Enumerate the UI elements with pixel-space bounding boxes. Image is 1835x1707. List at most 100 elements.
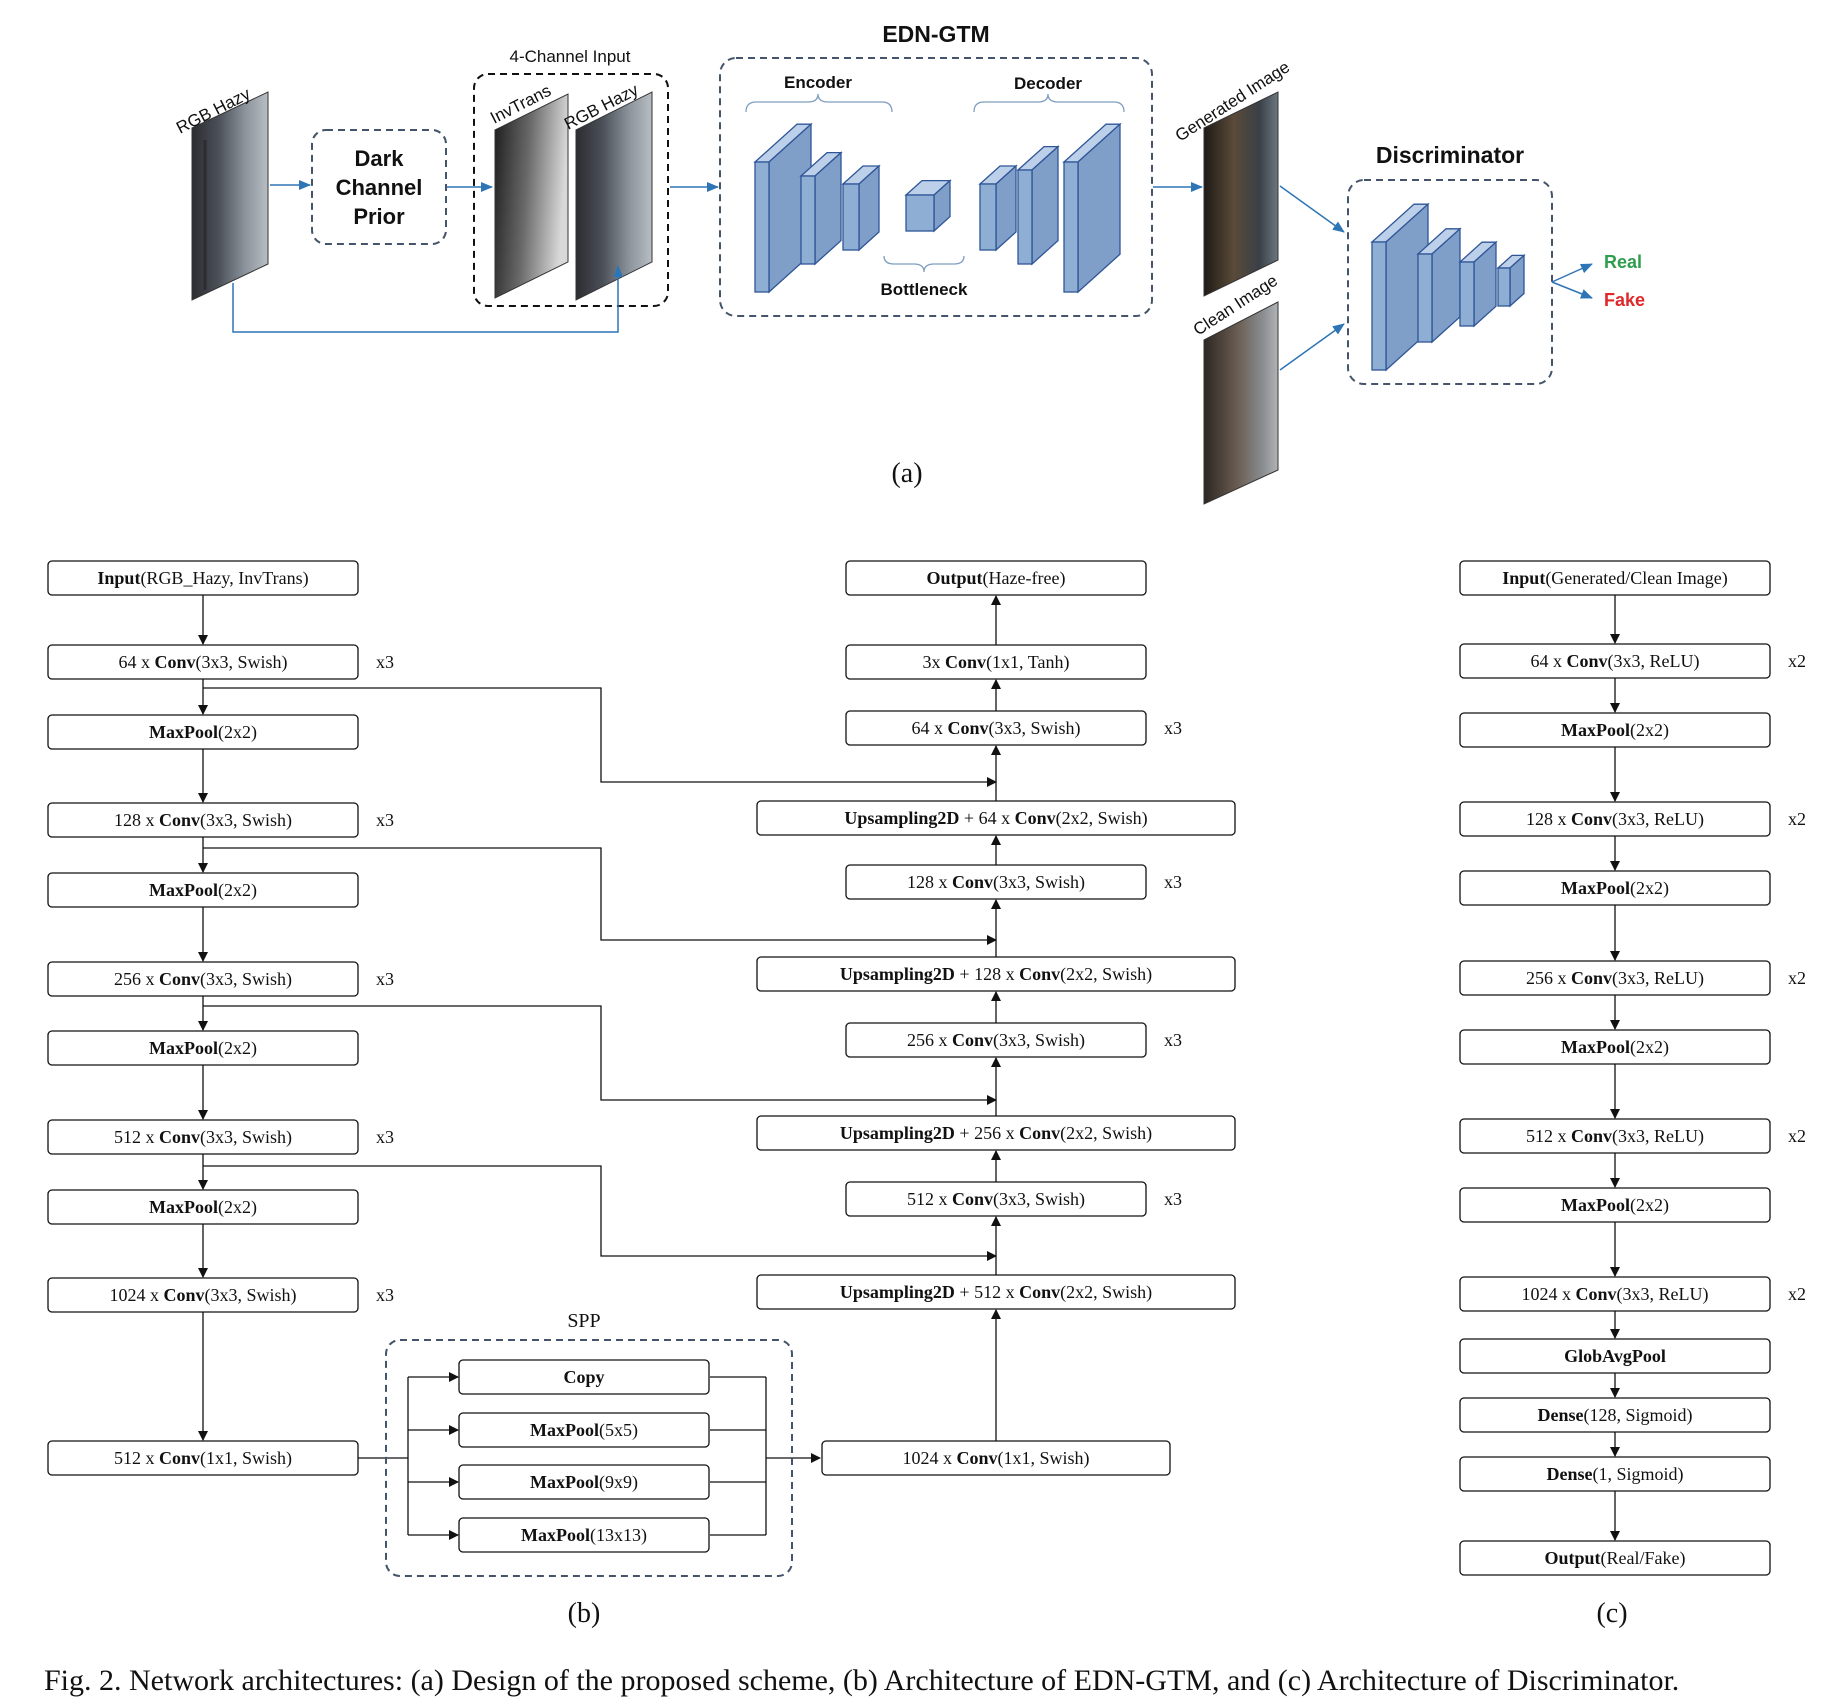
dec-layer-7-label: Upsampling2D + 256 x Conv(2x2, Swish): [840, 1123, 1152, 1144]
enc-layer-9-repeat: x3: [376, 1285, 394, 1305]
enc-layer-10-label: 512 x Conv(1x1, Swish): [114, 1448, 292, 1469]
disc-layer-6: MaxPool(2x2): [1459, 1029, 1771, 1065]
disc-layer-5: 256 x Conv(3x3, ReLU) x2: [1459, 960, 1806, 996]
caption-c: (c): [1596, 1598, 1627, 1629]
disc-layer-13: Output(Real/Fake): [1459, 1540, 1771, 1576]
enc-layer-7-frame: [47, 1119, 359, 1155]
encoder-brace: [745, 93, 893, 113]
enc-layer-4-frame: [47, 872, 359, 908]
dec-layer-2-repeat: x3: [1164, 718, 1182, 738]
dec-layer-4-repeat: x3: [1164, 872, 1182, 892]
disc-layer-2-frame: [1459, 712, 1771, 748]
scheme-overview: RGB Hazy Dark Channel Prior 4-Channel In…: [173, 21, 1645, 505]
dec-layer-1: 3x Conv(1x1, Tanh): [845, 644, 1147, 680]
dec-layer-0-label: Output(Haze-free): [927, 568, 1066, 589]
arrow-generated-to-disc: [1279, 185, 1345, 233]
dec-layer-5-label: Upsampling2D + 128 x Conv(2x2, Swish): [840, 964, 1152, 985]
disc-layer-7: 512 x Conv(3x3, ReLU)x2: [1459, 1118, 1806, 1154]
enc-layer-5-label: 256 x Conv(3x3, Swish): [114, 969, 292, 990]
disc-layer-11-frame: [1459, 1397, 1771, 1433]
enc-layer-3: 128 x Conv(3x3, Swish) x3: [47, 802, 394, 838]
dec-layer-8-frame: [845, 1181, 1147, 1217]
enc-layer-8: MaxPool(2x2): [47, 1189, 359, 1225]
edn-gtm-architecture: Input(RGB_Hazy, InvTrans)64 x Conv(3x3, …: [47, 560, 1236, 1629]
skip-connection-0: [203, 687, 997, 787]
disc-layer-11: Dense(128, Sigmoid): [1459, 1397, 1771, 1433]
dec-layer-1-frame: [845, 644, 1147, 680]
dec-layer-10: 1024 x Conv(1x1, Swish): [821, 1440, 1171, 1476]
spp-branch-2: MaxPool(9x9): [458, 1464, 710, 1500]
dec-layer-5: Upsampling2D + 128 x Conv(2x2, Swish): [756, 956, 1236, 992]
enc-layer-6: MaxPool(2x2): [47, 1030, 359, 1066]
encoder-label: Encoder: [784, 73, 852, 92]
enc-layer-7: 512 x Conv(3x3, Swish)x3: [47, 1119, 394, 1155]
discriminator-architecture: Input(Generated/Clean Image) 64 x Conv(3x…: [1459, 560, 1806, 1629]
disc-block-2: [1416, 227, 1462, 344]
spp-box: [385, 1339, 793, 1577]
enc-layer-5-repeat: x3: [376, 969, 394, 989]
disc-layer-0-label: Input(Generated/Clean Image): [1502, 568, 1727, 589]
dcp-label-3: Prior: [353, 204, 405, 229]
disc-layer-3: 128 x Conv(3x3, ReLU)x2: [1459, 801, 1806, 837]
dec-layer-7: Upsampling2D + 256 x Conv(2x2, Swish): [756, 1115, 1236, 1151]
spp-title: SPP: [567, 1310, 600, 1332]
disc-layer-3-repeat: x2: [1788, 809, 1806, 829]
discriminator-blocks: [1370, 202, 1526, 372]
dec-layer-2-frame: [845, 710, 1147, 746]
disc-layer-6-frame: [1459, 1029, 1771, 1065]
edn-layers: Input(RGB_Hazy, InvTrans)64 x Conv(3x3, …: [47, 560, 1236, 1553]
dec-layer-2: 64 x Conv(3x3, Swish)x3: [845, 710, 1182, 746]
arrow-to-real: [1551, 263, 1593, 283]
disc-layer-0: Input(Generated/Clean Image): [1459, 560, 1771, 596]
decoder-block-3: [1062, 122, 1122, 294]
disc-layer-7-repeat: x2: [1788, 1126, 1806, 1146]
disc-layer-13-frame: [1459, 1540, 1771, 1576]
encoder-block-3: [841, 164, 881, 252]
disc-layer-5-repeat: x2: [1788, 968, 1806, 988]
decoder-block-1: [978, 164, 1018, 252]
arrow-clean-to-disc: [1279, 323, 1345, 371]
figure-caption: Fig. 2. Network architectures: (a) Desig…: [44, 1664, 1679, 1697]
skip-connection-1: [203, 847, 997, 945]
dec-layer-10-frame: [821, 1440, 1171, 1476]
disc-layer-12: Dense(1, Sigmoid): [1459, 1456, 1771, 1492]
dec-layer-9-label: Upsampling2D + 512 x Conv(2x2, Swish): [840, 1282, 1152, 1303]
disc-layer-2-label: MaxPool(2x2): [1561, 720, 1669, 741]
enc-layer-3-label: 128 x Conv(3x3, Swish): [114, 810, 292, 831]
dcp-label-1: Dark: [355, 146, 405, 171]
disc-layer-0-frame: [1459, 560, 1771, 596]
spp-branch-0-frame: [458, 1359, 710, 1395]
four-channel-title: 4-Channel Input: [510, 47, 631, 66]
disc-layer-9-label: 1024 x Conv(3x3, ReLU): [1522, 1284, 1709, 1305]
enc-layer-1: 64 x Conv(3x3, Swish)x3: [47, 644, 394, 680]
dec-layer-0: Output(Haze-free): [845, 560, 1147, 596]
rgb-skip-arrow: [232, 265, 623, 333]
enc-layer-4: MaxPool(2x2): [47, 872, 359, 908]
four-channel-box: [473, 73, 669, 307]
disc-layer-8: MaxPool(2x2): [1459, 1187, 1771, 1223]
enc-layer-6-label: MaxPool(2x2): [149, 1038, 257, 1059]
fake-label: Fake: [1604, 290, 1645, 310]
rgb-hazy-image-2: [575, 91, 653, 301]
encoder-block-2: [799, 151, 843, 266]
enc-layer-2-label: MaxPool(2x2): [149, 722, 257, 743]
dec-layer-8-repeat: x3: [1164, 1189, 1182, 1209]
disc-layer-12-frame: [1459, 1456, 1771, 1492]
disc-layer-4-frame: [1459, 870, 1771, 906]
disc-layer-5-label: 256 x Conv(3x3, ReLU): [1526, 968, 1704, 989]
skip-connection-3: [203, 1165, 997, 1261]
generated-image: [1203, 91, 1279, 297]
enc-layer-3-repeat: x3: [376, 810, 394, 830]
dec-layer-10-label: 1024 x Conv(1x1, Swish): [902, 1448, 1089, 1469]
edn-gtm-blocks: [753, 122, 1122, 294]
dec-layer-6-frame: [845, 1022, 1147, 1058]
spp-branch-2-frame: [458, 1464, 710, 1500]
dec-layer-4-label: 128 x Conv(3x3, Swish): [907, 872, 1085, 893]
edn-gtm-box: [719, 57, 1153, 317]
dec-layer-3-label: Upsampling2D + 64 x Conv(2x2, Swish): [844, 808, 1147, 829]
caption-a: (a): [891, 458, 922, 489]
disc-layer-1-label: 64 x Conv(3x3, ReLU): [1531, 651, 1700, 672]
disc-layer-6-label: MaxPool(2x2): [1561, 1037, 1669, 1058]
enc-layer-2: MaxPool(2x2): [47, 714, 359, 750]
disc-layer-11-label: Dense(128, Sigmoid): [1537, 1405, 1692, 1426]
